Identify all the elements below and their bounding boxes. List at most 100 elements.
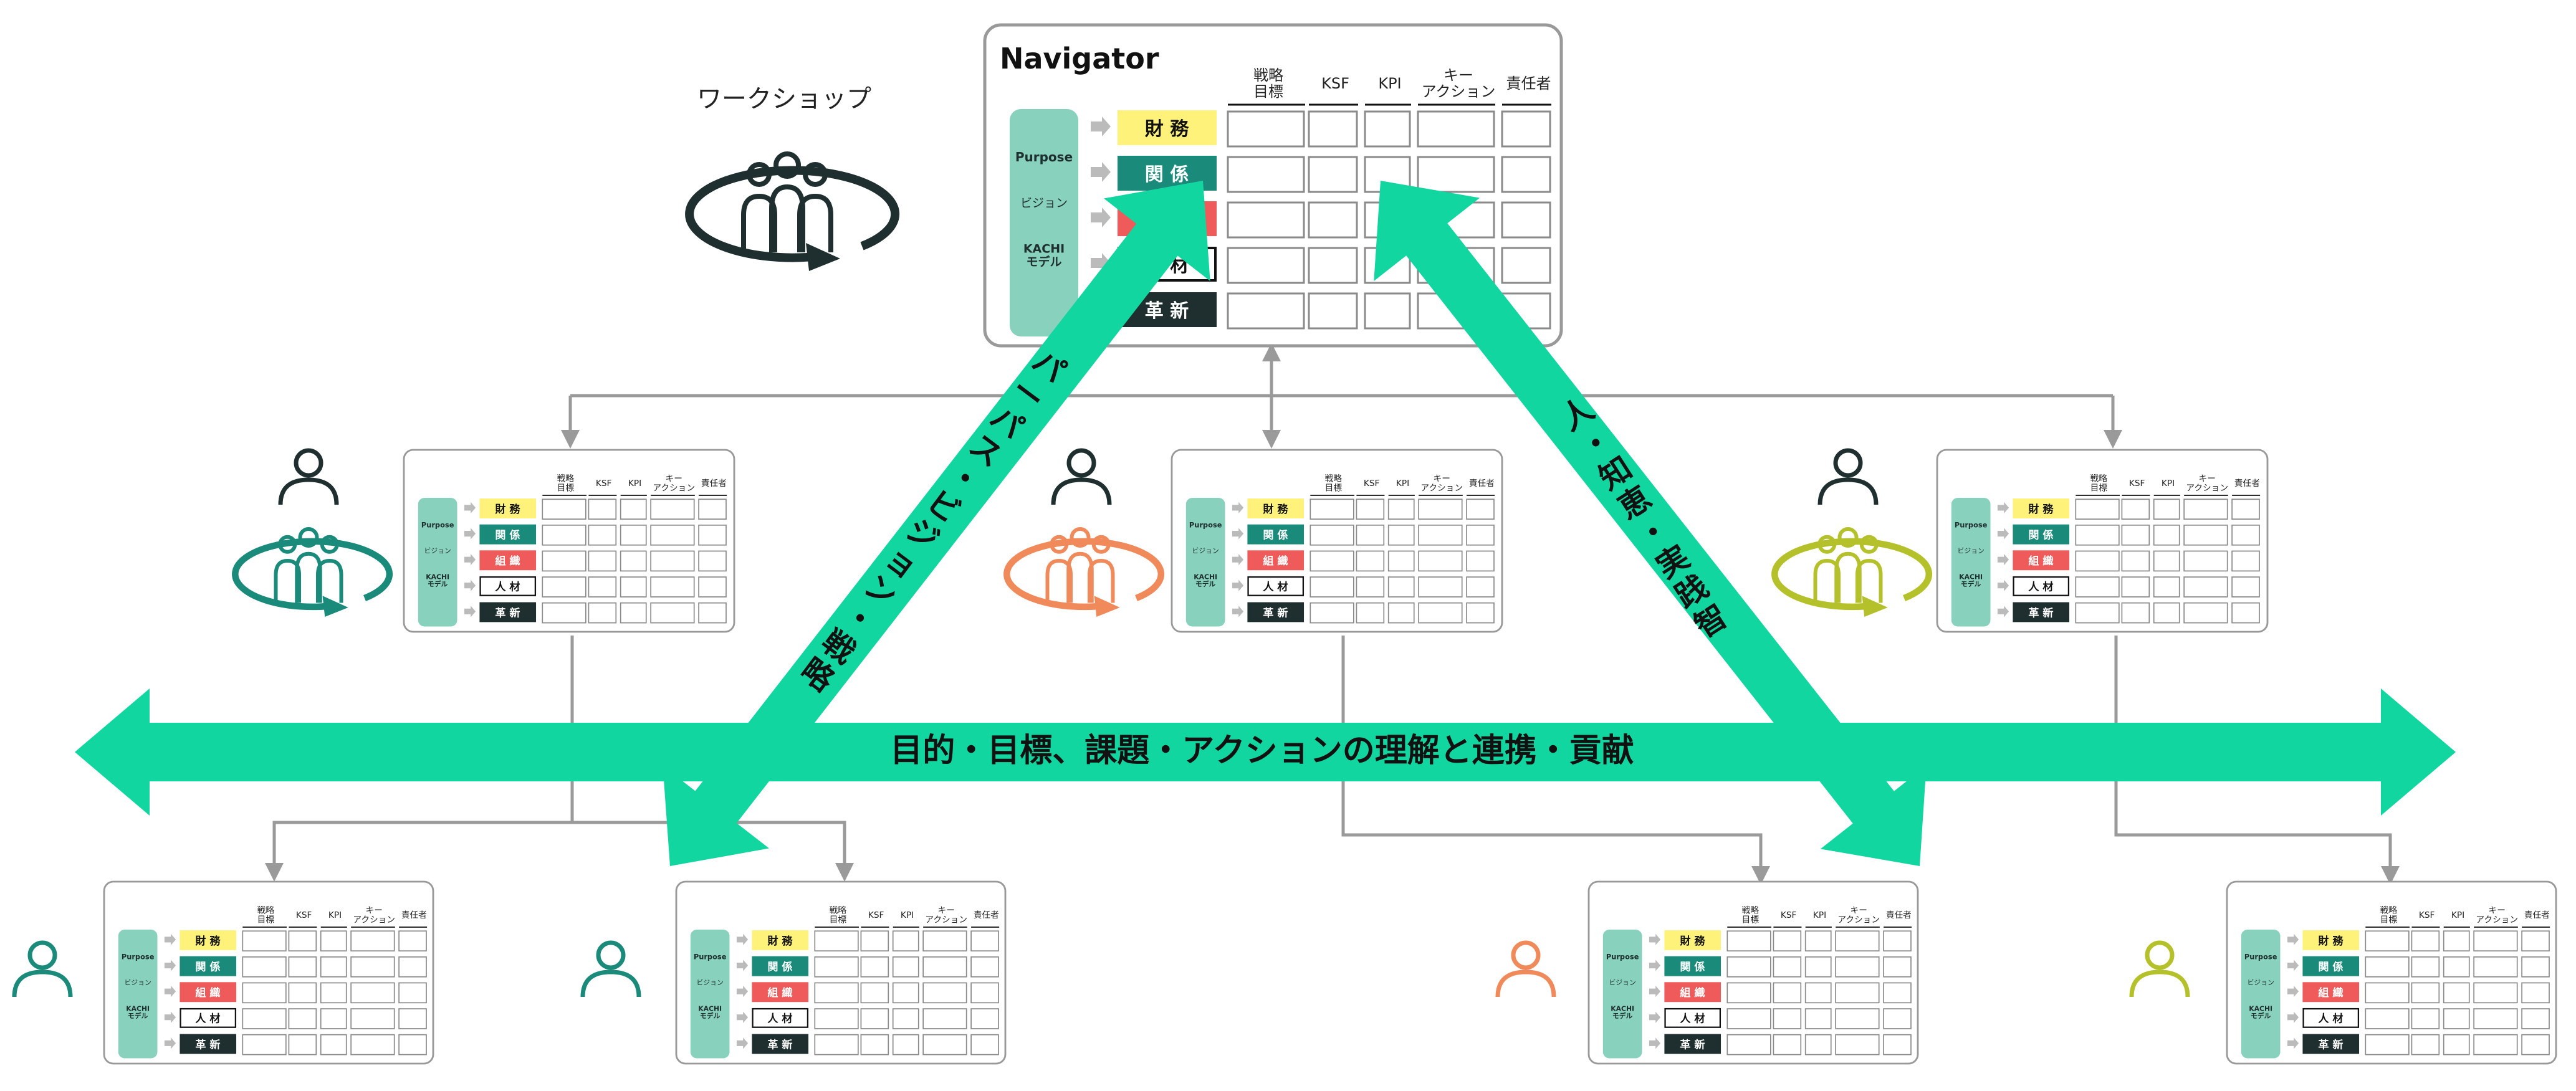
row-label-box (1247, 524, 1305, 545)
row-arrow-icon (1997, 554, 2009, 566)
table-cell (588, 550, 617, 572)
table-cell (1227, 110, 1305, 148)
table-cell (698, 498, 727, 520)
column-header: KSF (2419, 910, 2435, 920)
group-icon-center (1003, 527, 1165, 617)
person-head (2145, 940, 2175, 970)
table-cell (650, 550, 695, 572)
table-cell (860, 1034, 889, 1055)
row-label-box (1664, 982, 1721, 1003)
table-cell (1356, 498, 1385, 520)
loop-arrowhead (1862, 596, 1888, 617)
row-arrow-icon (164, 1037, 176, 1049)
row-label-box (2302, 930, 2360, 951)
side-label-purpose: Purpose (1955, 520, 1988, 529)
column-header: 戦略目標 (2090, 474, 2108, 493)
table-cell (1356, 550, 1385, 572)
column-header: 戦略目標 (1325, 474, 1343, 493)
column-header: KPI (2162, 479, 2175, 488)
table-cell (542, 550, 587, 572)
loop-ring (1771, 538, 1933, 611)
row-label: 財 務 (2318, 935, 2344, 948)
column-header: 戦略目標 (1742, 906, 1760, 925)
person-icon-bottom-3 (1495, 940, 1556, 998)
row-label-box (180, 1008, 237, 1028)
table-cell (1227, 156, 1305, 193)
table-cell (1308, 247, 1358, 284)
side-label-vision: ビジョン (424, 547, 451, 555)
table-cell (288, 930, 317, 952)
table-cell (542, 524, 587, 546)
table-cell (242, 1034, 287, 1055)
table-cell (2443, 1008, 2470, 1029)
loop-arrowhead (322, 596, 348, 617)
table-cell (2153, 498, 2180, 520)
row-label: 財 務 (495, 503, 520, 516)
table-cell (1883, 1008, 1912, 1029)
left-diagonal-double-arrow (663, 181, 1210, 866)
table-cell (2365, 930, 2410, 952)
workshop-label: ワークショップ (697, 85, 871, 113)
table-cell (1726, 1034, 1771, 1055)
table-cell (892, 1034, 919, 1055)
column-header: KSF (1364, 479, 1380, 488)
row-label-box (2302, 956, 2360, 976)
row-label-box (1247, 576, 1305, 596)
row-label-box (752, 956, 809, 976)
person-icon-left-top (278, 448, 339, 505)
column-header: 戦略目標 (2380, 906, 2398, 925)
side-label-purpose: Purpose (122, 952, 155, 961)
column-header: 責任者 (974, 910, 999, 920)
table-cell (1418, 550, 1463, 572)
row-label: 関 係 (495, 529, 520, 542)
group-head (747, 162, 772, 187)
table-cell (922, 1008, 967, 1029)
table-cell (620, 498, 647, 520)
row-label-box (1247, 550, 1305, 571)
table-cell (814, 1034, 859, 1055)
table-cell (1417, 156, 1495, 193)
table-cell (1418, 576, 1463, 598)
group-icon-left (232, 527, 393, 617)
table-cell (2075, 550, 2120, 572)
row-label: 組 織 (2318, 986, 2343, 999)
table-cell (1501, 156, 1551, 193)
table-cell (1417, 110, 1495, 148)
row-arrow-icon (2287, 1037, 2299, 1049)
table-cell (350, 1034, 395, 1055)
row-arrow-icon (2287, 986, 2299, 998)
row-arrow-icon (1091, 117, 1111, 136)
table-cell (2473, 1034, 2518, 1055)
side-panel (1951, 497, 1991, 627)
person-body (1495, 970, 1556, 998)
table-cell (2153, 602, 2180, 624)
table-cell (242, 982, 287, 1004)
table-cell (922, 956, 967, 978)
row-label: 関 係 (1263, 529, 1288, 542)
table-cell (892, 956, 919, 978)
table-cell (1310, 602, 1354, 624)
table-cell (288, 982, 317, 1004)
table-cell (970, 1008, 999, 1029)
person-icon-bottom-4 (2129, 940, 2190, 998)
table-cell (2473, 982, 2518, 1004)
row-arrow-icon (164, 986, 176, 998)
row-arrow-icon (164, 933, 176, 946)
row-label-box (479, 576, 537, 596)
table-cell (2365, 1008, 2410, 1029)
table-cell (2075, 576, 2120, 598)
column-header: KPI (1396, 479, 1409, 488)
table-cell (970, 956, 999, 978)
person-body (580, 970, 641, 998)
table-cell (1804, 1008, 1832, 1029)
row-arrow-icon (1997, 528, 2009, 540)
table-cell (288, 956, 317, 978)
column-header: KPI (2451, 910, 2464, 920)
table-cell (860, 930, 889, 952)
table-cell (698, 550, 727, 572)
table-cell (2521, 956, 2550, 978)
